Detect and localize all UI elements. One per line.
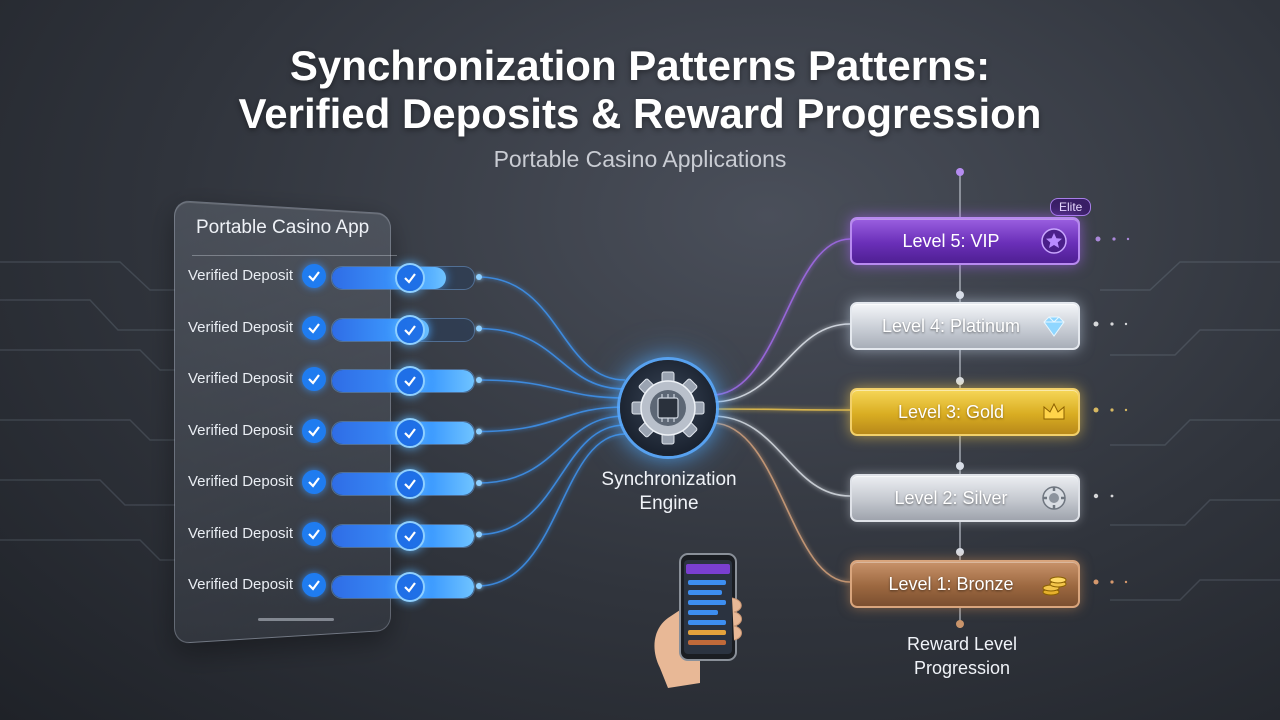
deposit-row: Verified Deposit <box>188 571 488 602</box>
check-icon <box>395 263 425 293</box>
coins-icon <box>1042 576 1067 596</box>
level-label: Level 3: Gold <box>897 401 1005 422</box>
panel-handle <box>258 618 334 621</box>
deposit-label: Verified Deposit <box>188 473 294 490</box>
level-3-gold: Level 3: Gold <box>850 388 1080 436</box>
check-icon <box>395 366 425 396</box>
diamond-icon <box>1043 316 1065 337</box>
deposit-row: Verified Deposit <box>188 365 488 396</box>
level-connector <box>711 238 851 396</box>
deposit-row: Verified Deposit <box>188 417 488 448</box>
star-icon <box>1041 228 1067 254</box>
deposit-row: Verified Deposit <box>188 468 488 499</box>
level-label: Level 5: VIP <box>902 230 1000 251</box>
deposit-connector <box>477 424 626 536</box>
level-2-silver: Level 2: Silver <box>850 474 1080 522</box>
level-label: Level 4: Platinum <box>881 315 1021 336</box>
level-5-vip: Level 5: VIP <box>850 217 1080 265</box>
deposit-connector <box>477 415 626 484</box>
panel-title: Portable Casino App <box>196 217 370 238</box>
check-icon <box>395 520 425 551</box>
deposit-connector <box>477 406 626 433</box>
deposit-progress-fill <box>332 267 446 289</box>
deposit-label: Verified Deposit <box>188 370 294 387</box>
gear-chip-icon <box>631 371 705 445</box>
title-line-1: Synchronization Patterns Patterns: <box>289 42 991 89</box>
deposit-connector <box>477 433 626 587</box>
connector-node <box>476 583 482 589</box>
level-1-bronze: Level 1: Bronze <box>850 560 1080 608</box>
check-icon <box>395 469 425 499</box>
deposit-label: Verified Deposit <box>188 267 294 284</box>
panel-divider <box>192 255 397 256</box>
level-label: Level 2: Silver <box>894 487 1008 508</box>
smartphone-in-hand-icon <box>640 548 750 688</box>
deposit-row: Verified Deposit <box>188 262 488 293</box>
reward-progression-label: Reward Level Progression <box>906 634 1018 678</box>
deposit-label: Verified Deposit <box>188 318 294 336</box>
level-connector <box>711 323 851 403</box>
level-4-platinum: Level 4: Platinum <box>850 302 1080 350</box>
connector-node <box>476 325 482 332</box>
check-icon <box>302 315 326 340</box>
check-icon <box>302 470 326 494</box>
check-icon <box>302 521 326 546</box>
chip-icon <box>1042 486 1066 510</box>
deposit-row: Verified Deposit <box>188 314 488 345</box>
connector-node <box>476 274 482 280</box>
check-icon <box>302 573 326 597</box>
level-label: Level 1: Bronze <box>888 573 1014 594</box>
deposit-label: Verified Deposit <box>188 576 294 593</box>
deposit-connector <box>477 327 626 390</box>
deposit-label: Verified Deposit <box>188 524 294 542</box>
check-icon <box>302 264 326 288</box>
connector-node <box>476 428 482 435</box>
connector-node <box>476 480 482 486</box>
deposit-label: Verified Deposit <box>188 421 294 439</box>
elite-badge: Elite <box>1050 198 1092 216</box>
check-icon <box>395 572 425 602</box>
deposit-row: Verified Deposit <box>188 520 488 551</box>
level-connector <box>711 422 851 583</box>
deposit-connector <box>477 276 626 381</box>
level-connector <box>711 415 851 497</box>
crown-icon <box>1043 402 1065 420</box>
subtitle: Portable Casino Applications <box>493 146 787 172</box>
check-icon <box>302 367 326 391</box>
level-connector <box>711 408 851 411</box>
connector-node <box>476 531 482 538</box>
check-icon <box>395 417 425 448</box>
check-icon <box>395 314 425 345</box>
title-line-2: Verified Deposits & Reward Progression <box>238 90 1042 137</box>
connector-node <box>476 377 482 383</box>
deposit-connector <box>477 379 626 399</box>
sync-engine <box>620 360 716 456</box>
engine-label: Synchronization Engine <box>601 469 737 514</box>
check-icon <box>302 418 326 443</box>
